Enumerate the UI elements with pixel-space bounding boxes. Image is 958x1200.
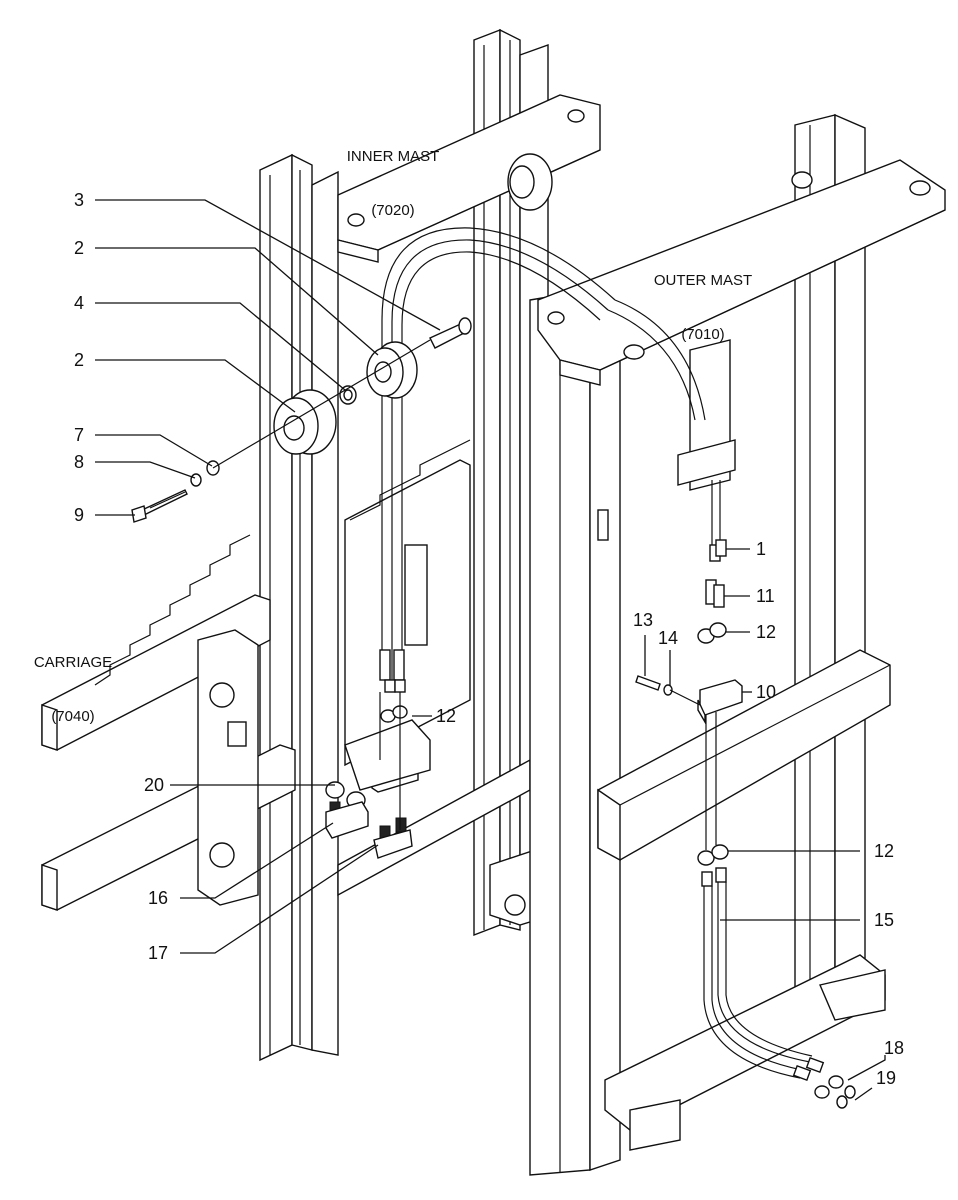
hose-assembly-lower	[635, 480, 856, 1109]
callout-leaders	[95, 199, 886, 1101]
callout-12-left: 12	[436, 706, 457, 726]
carriage-code: (7040)	[51, 708, 95, 725]
callout-11: 11	[756, 586, 775, 606]
carriage-name: CARRIAGE	[33, 654, 113, 671]
callout-16: 16	[148, 888, 169, 908]
callout-12-lower: 12	[874, 841, 895, 861]
outer-mast-name: OUTER MAST	[653, 272, 753, 289]
outer-mast-label: OUTER MAST (7010)	[638, 236, 768, 362]
callout-15: 15	[874, 910, 895, 930]
callout-17: 17	[148, 943, 169, 963]
callout-1: 1	[756, 539, 767, 559]
callout-2-lower: 2	[74, 350, 85, 370]
callout-10: 10	[756, 682, 777, 702]
carriage	[41, 439, 471, 911]
callout-14: 14	[658, 628, 679, 648]
inner-mast-name: INNER MAST	[346, 148, 440, 165]
callout-12-mid: 12	[756, 622, 777, 642]
callout-13: 13	[633, 610, 654, 630]
callout-18: 18	[884, 1038, 905, 1058]
callout-7: 7	[74, 425, 85, 445]
callout-4: 4	[74, 293, 85, 313]
callout-8: 8	[74, 452, 85, 472]
sheave-assembly	[131, 317, 472, 523]
callout-9: 9	[74, 505, 85, 525]
outer-mast-code: (7010)	[681, 326, 725, 343]
inner-mast-code: (7020)	[371, 202, 415, 219]
callout-19: 19	[876, 1068, 897, 1088]
callout-2-upper: 2	[74, 238, 85, 258]
callout-20: 20	[144, 775, 165, 795]
lower-fittings-left	[325, 679, 431, 859]
carriage-label: CARRIAGE (7040)	[18, 618, 128, 744]
inner-mast-label: INNER MAST (7020)	[330, 112, 456, 238]
outer-mast	[529, 113, 946, 1176]
callout-3: 3	[74, 190, 85, 210]
